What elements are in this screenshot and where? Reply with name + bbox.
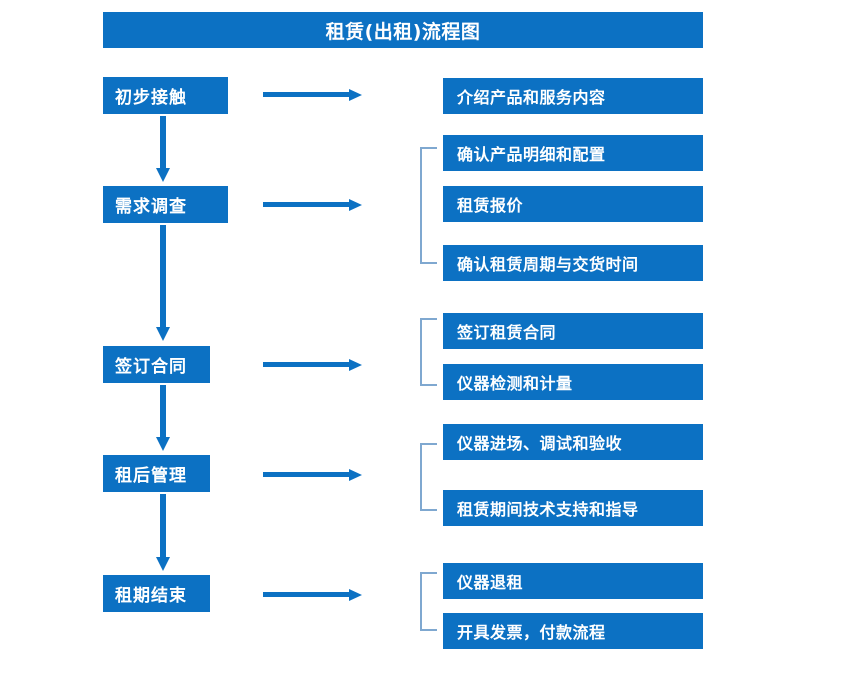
bracket-post-rental-group: [420, 443, 437, 511]
detail-box-rental-quotation[interactable]: 租赁报价: [443, 186, 703, 222]
detail-box-confirm-rental-period[interactable]: 确认租赁周期与交货时间: [443, 245, 703, 281]
bracket-sign-contract-group: [420, 318, 437, 386]
vertical-arrow-contract-to-management: [155, 385, 171, 453]
vertical-arrow-management-to-end: [155, 494, 171, 573]
detail-box-instrument-installation[interactable]: 仪器进场、调试和验收: [443, 424, 703, 460]
stage-box-rental-end[interactable]: 租期结束: [103, 575, 210, 612]
horizontal-arrow-rental-end: [263, 587, 363, 601]
detail-box-introduce-products[interactable]: 介绍产品和服务内容: [443, 78, 703, 114]
horizontal-arrow-post-rental-management: [263, 467, 363, 481]
stage-box-initial-contact[interactable]: 初步接触: [103, 77, 228, 114]
bracket-rental-end-group: [420, 572, 437, 631]
stage-box-needs-survey[interactable]: 需求调查: [103, 186, 228, 223]
detail-box-invoice-payment[interactable]: 开具发票，付款流程: [443, 613, 703, 649]
horizontal-arrow-needs-survey: [263, 197, 363, 211]
bracket-needs-survey-group: [420, 147, 437, 264]
detail-box-technical-support[interactable]: 租赁期间技术支持和指导: [443, 490, 703, 526]
horizontal-arrow-sign-contract: [263, 357, 363, 371]
vertical-arrow-needs-to-contract: [155, 225, 171, 343]
stage-box-post-rental-management[interactable]: 租后管理: [103, 455, 210, 492]
detail-box-instrument-return[interactable]: 仪器退租: [443, 563, 703, 599]
detail-box-confirm-product-details[interactable]: 确认产品明细和配置: [443, 135, 703, 171]
vertical-arrow-initial-to-needs: [155, 116, 171, 184]
diagram-title: 租赁(出租)流程图: [103, 12, 703, 48]
horizontal-arrow-initial-contact: [263, 87, 363, 101]
stage-box-sign-contract[interactable]: 签订合同: [103, 346, 210, 383]
detail-box-sign-rental-contract[interactable]: 签订租赁合同: [443, 313, 703, 349]
detail-box-instrument-inspection[interactable]: 仪器检测和计量: [443, 364, 703, 400]
